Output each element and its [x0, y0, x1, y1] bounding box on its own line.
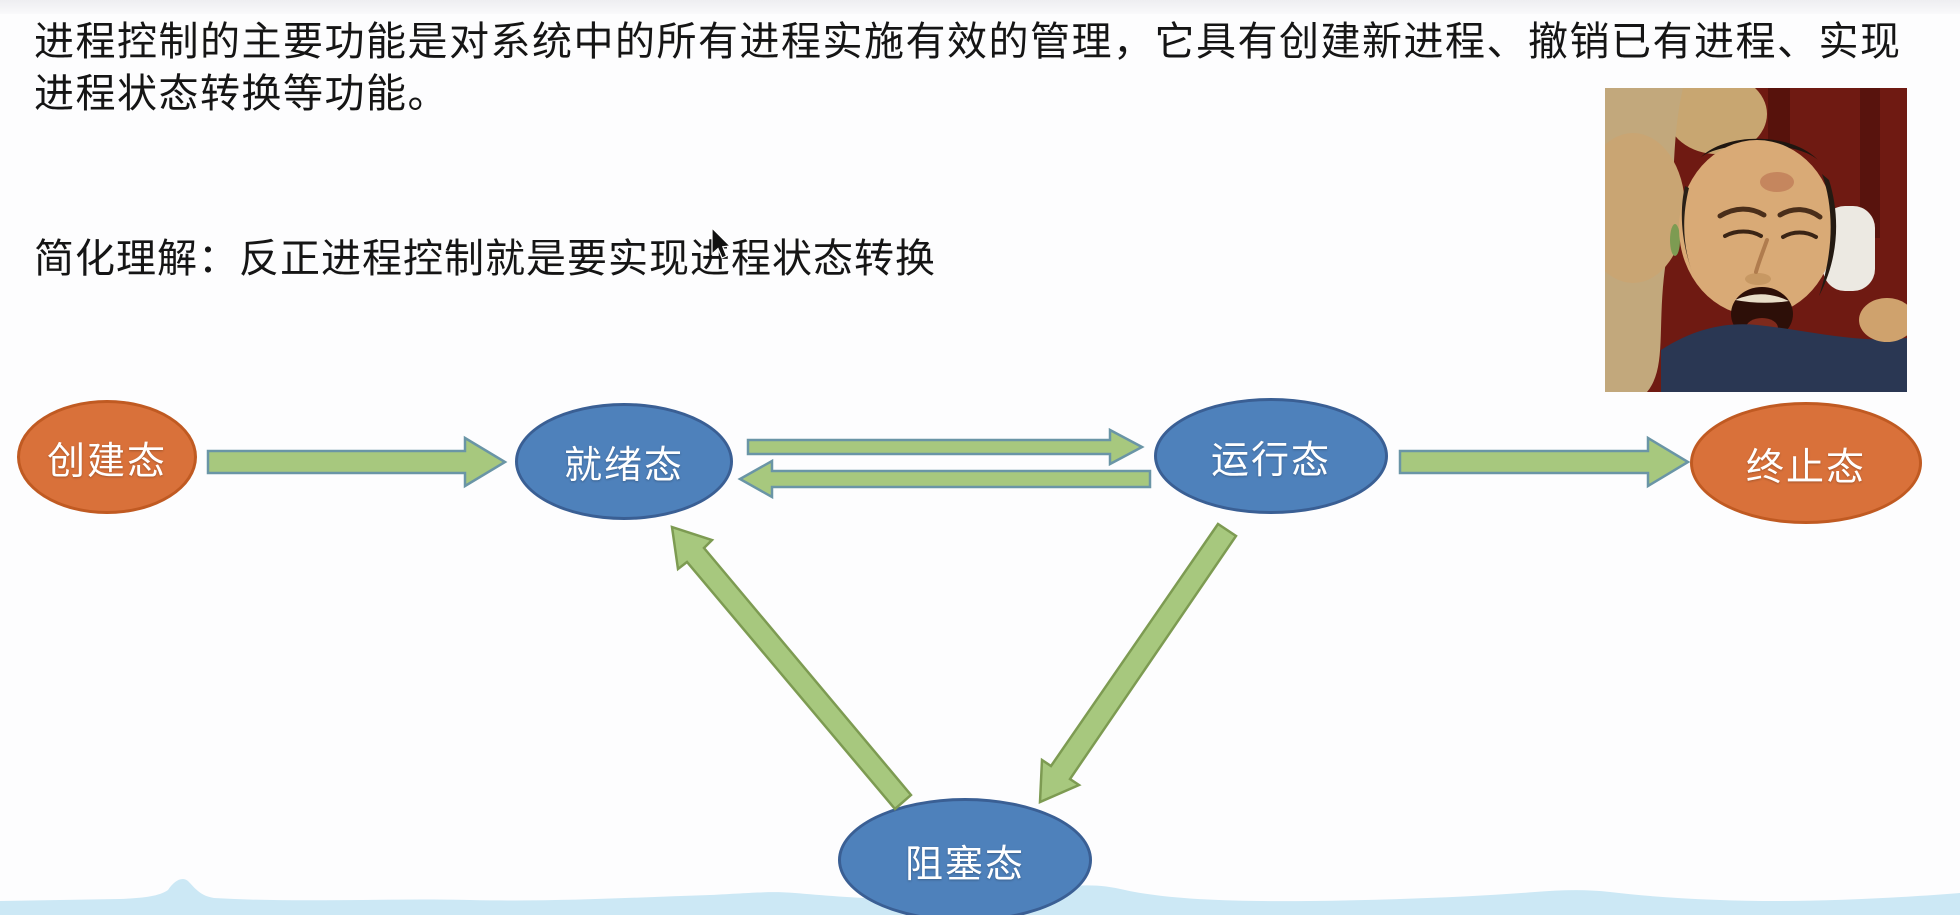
arrow-running-to-terminated: [1398, 435, 1691, 489]
arrow-ready-to-running: [746, 427, 1145, 467]
top-letterbox-strip: [0, 0, 1960, 14]
state-label-running: 运行态: [1210, 439, 1331, 482]
state-node-terminated: 终止态: [1690, 402, 1922, 524]
intro-paragraph: 进程控制的主要功能是对系统中的所有进程实施有效的管理，它具有创建新进程、撤销已有…: [34, 19, 1902, 116]
state-node-running: 运行态: [1154, 398, 1388, 514]
crying-man-meme-image: [1605, 88, 1907, 392]
simplified-note: 简化理解：反正进程控制就是要实现进程状态转换: [34, 236, 936, 281]
arrow-create-to-ready: [206, 435, 508, 489]
state-label-terminated: 终止态: [1745, 446, 1866, 489]
arrow-running-to-ready: [737, 458, 1152, 500]
crying-man-meme-drawing: [1605, 88, 1907, 392]
state-node-ready: 就绪态: [515, 403, 733, 520]
state-node-blocked: 阻塞态: [838, 798, 1092, 915]
arrow-blocked-to-ready: [670, 525, 913, 811]
state-label-blocked: 阻塞态: [904, 843, 1025, 886]
state-label-ready: 就绪态: [563, 445, 684, 487]
state-node-create: 创建态: [17, 400, 197, 514]
state-label-create: 创建态: [46, 440, 167, 483]
arrow-running-to-blocked: [1038, 522, 1238, 804]
